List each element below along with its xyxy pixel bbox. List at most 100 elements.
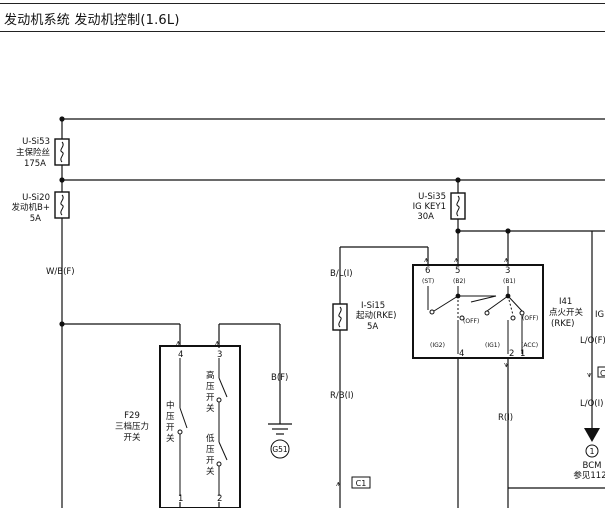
high-switch-blade xyxy=(218,377,228,398)
fuse-engine-name: 发动机B+ xyxy=(12,202,50,213)
ig-switch-name: 点火开关 xyxy=(549,307,584,318)
mid-switch-blade xyxy=(179,407,188,429)
low-switch-label-3: 开 xyxy=(206,456,215,466)
fuse-start-element xyxy=(338,306,342,328)
fuse-start-rating: 5A xyxy=(367,322,378,332)
ig-switch-st: (ST) xyxy=(422,278,434,285)
ig-switch-pin3-mark: ⩚ xyxy=(504,255,509,264)
connector-c-label: C xyxy=(600,369,605,378)
wire-label-wb: W/B(F) xyxy=(46,267,75,277)
connector-c1-label: C1 xyxy=(356,479,367,488)
pressure-switch-code: F29 xyxy=(124,411,140,421)
wire-label-r: R(I) xyxy=(498,413,513,423)
low-switch-contact xyxy=(216,461,222,467)
low-switch-label-4: 关 xyxy=(206,466,215,477)
ig-switch-ig1: (IG1) xyxy=(485,342,500,349)
ig-switch-pin-1: 1 xyxy=(520,349,525,359)
ig-switch-ig2: (IG2) xyxy=(430,342,445,349)
header-bottom-rule xyxy=(0,31,605,32)
pressure-switch-pin-2: 2 xyxy=(217,494,222,504)
ig-switch-pin-4: 4 xyxy=(459,349,464,359)
fuse-main-element xyxy=(60,141,64,163)
connector-c1-box xyxy=(351,476,371,489)
wire-label-lo-i: L/O(I) xyxy=(580,399,603,409)
pressure-switch-pin-3: 3 xyxy=(217,350,222,360)
ig-switch-off1: (OFF) xyxy=(463,318,479,325)
ig-switch-pin2-mark: ⩛ xyxy=(504,360,509,369)
high-switch-label-3: 开 xyxy=(206,393,215,403)
bcm-arrow xyxy=(584,428,600,442)
mid-switch-contact xyxy=(177,429,183,435)
low-switch-blade xyxy=(218,441,228,461)
ig-switch-b2: (B2) xyxy=(453,278,466,285)
ig-switch-contact-st xyxy=(429,309,435,315)
bcm-index-circle xyxy=(585,444,599,458)
ig-switch-off2: (OFF) xyxy=(522,315,538,322)
pressure-switch-pin-1: 1 xyxy=(178,494,183,504)
pressure-switch-pin-4: 4 xyxy=(178,350,183,360)
ig-switch-contact-ig2 xyxy=(484,310,490,316)
page-header: 发动机系统 发动机控制(1.6L) xyxy=(0,0,605,34)
ig-switch-b1: (B1) xyxy=(503,278,516,285)
ig-switch-contact-off2 xyxy=(510,315,516,321)
fuse-start-name: 起动(RKE) xyxy=(356,310,396,321)
fuse-main-rating: 175A xyxy=(24,159,46,169)
ig-switch-pin-6: 6 xyxy=(425,266,430,276)
pressure-switch-body xyxy=(159,345,241,508)
high-switch-contact xyxy=(216,397,222,403)
fuse-engine-code: U-Si20 xyxy=(22,193,50,203)
ig-switch-acc: (ACC) xyxy=(521,342,538,349)
low-switch-label-1: 低 xyxy=(206,433,215,444)
low-switch-label-2: 压 xyxy=(206,445,215,455)
connector-c-box xyxy=(597,366,605,378)
mid-switch-label-2: 压 xyxy=(166,412,175,422)
bcm-name: BCM xyxy=(583,461,602,471)
wire-label-b: B(F) xyxy=(271,373,288,383)
wire-label-bl: B/L(I) xyxy=(330,269,353,279)
ig-switch-pin-3: 3 xyxy=(505,266,510,276)
fuse-engine-element xyxy=(60,194,64,216)
ig-switch-arm-b1-off xyxy=(507,295,514,316)
ig-switch-pin-5: 5 xyxy=(455,266,460,276)
pressure-switch-name-1: 三档压力 xyxy=(115,421,149,432)
high-switch-label-2: 压 xyxy=(206,382,215,392)
ig-switch-arm-b1-acc xyxy=(507,295,523,312)
ground-label-circle xyxy=(270,439,290,459)
fuse-main-code: U-Si53 xyxy=(22,137,50,147)
wire-label-lo-f: L/O(F) xyxy=(580,336,605,346)
bcm-index: 1 xyxy=(589,447,594,456)
page-title: 发动机系统 发动机控制(1.6L) xyxy=(4,13,180,28)
ignition-switch-body xyxy=(412,264,544,359)
wire-label-rb: R/B(I) xyxy=(330,391,354,401)
fuse-engine-rating: 5A xyxy=(30,214,41,224)
ig-switch-sub: (RKE) xyxy=(551,319,574,329)
connector-mark-pin3: ⩚ xyxy=(215,338,220,347)
bcm-ref: 参见112 xyxy=(573,470,605,481)
mid-switch-label-1: 中 xyxy=(166,400,175,411)
ig-switch-pin5-mark: ⩚ xyxy=(454,255,459,264)
ig-switch-contact-off1 xyxy=(459,315,465,321)
ig-switch-pin6-mark: ⩚ xyxy=(424,255,429,264)
fuse-start-code: I-Si15 xyxy=(361,301,385,311)
fuse-ig-key-rating: 30A xyxy=(417,212,434,222)
ig-switch-code: I41 xyxy=(559,297,572,307)
connector-c1-mark: ⩚ xyxy=(336,479,341,488)
connector-mark-pin4: ⩚ xyxy=(176,338,181,347)
ig-switch-arm-b1-left xyxy=(486,295,509,312)
fuse-ig-key-element xyxy=(456,195,460,217)
mid-switch-label-3: 开 xyxy=(166,423,175,433)
mid-switch-label-4: 关 xyxy=(166,433,175,444)
right-ig-label: IG xyxy=(595,310,604,320)
pressure-switch-name-2: 开关 xyxy=(123,432,141,443)
fuse-ig-key-name: IG KEY1 xyxy=(413,202,446,212)
connector-c-mark: ⩛ xyxy=(587,370,592,379)
fuse-ig-key-code: U-Si35 xyxy=(418,192,446,202)
fuse-main-name: 主保险丝 xyxy=(16,147,51,158)
ig-switch-arm-st xyxy=(433,295,459,312)
header-top-rule xyxy=(0,3,605,4)
high-switch-label-1: 高 xyxy=(206,370,215,381)
ig-switch-cross-link xyxy=(470,295,497,303)
ig-switch-pin-2: 2 xyxy=(509,349,514,359)
ground-label: G51 xyxy=(272,445,288,454)
